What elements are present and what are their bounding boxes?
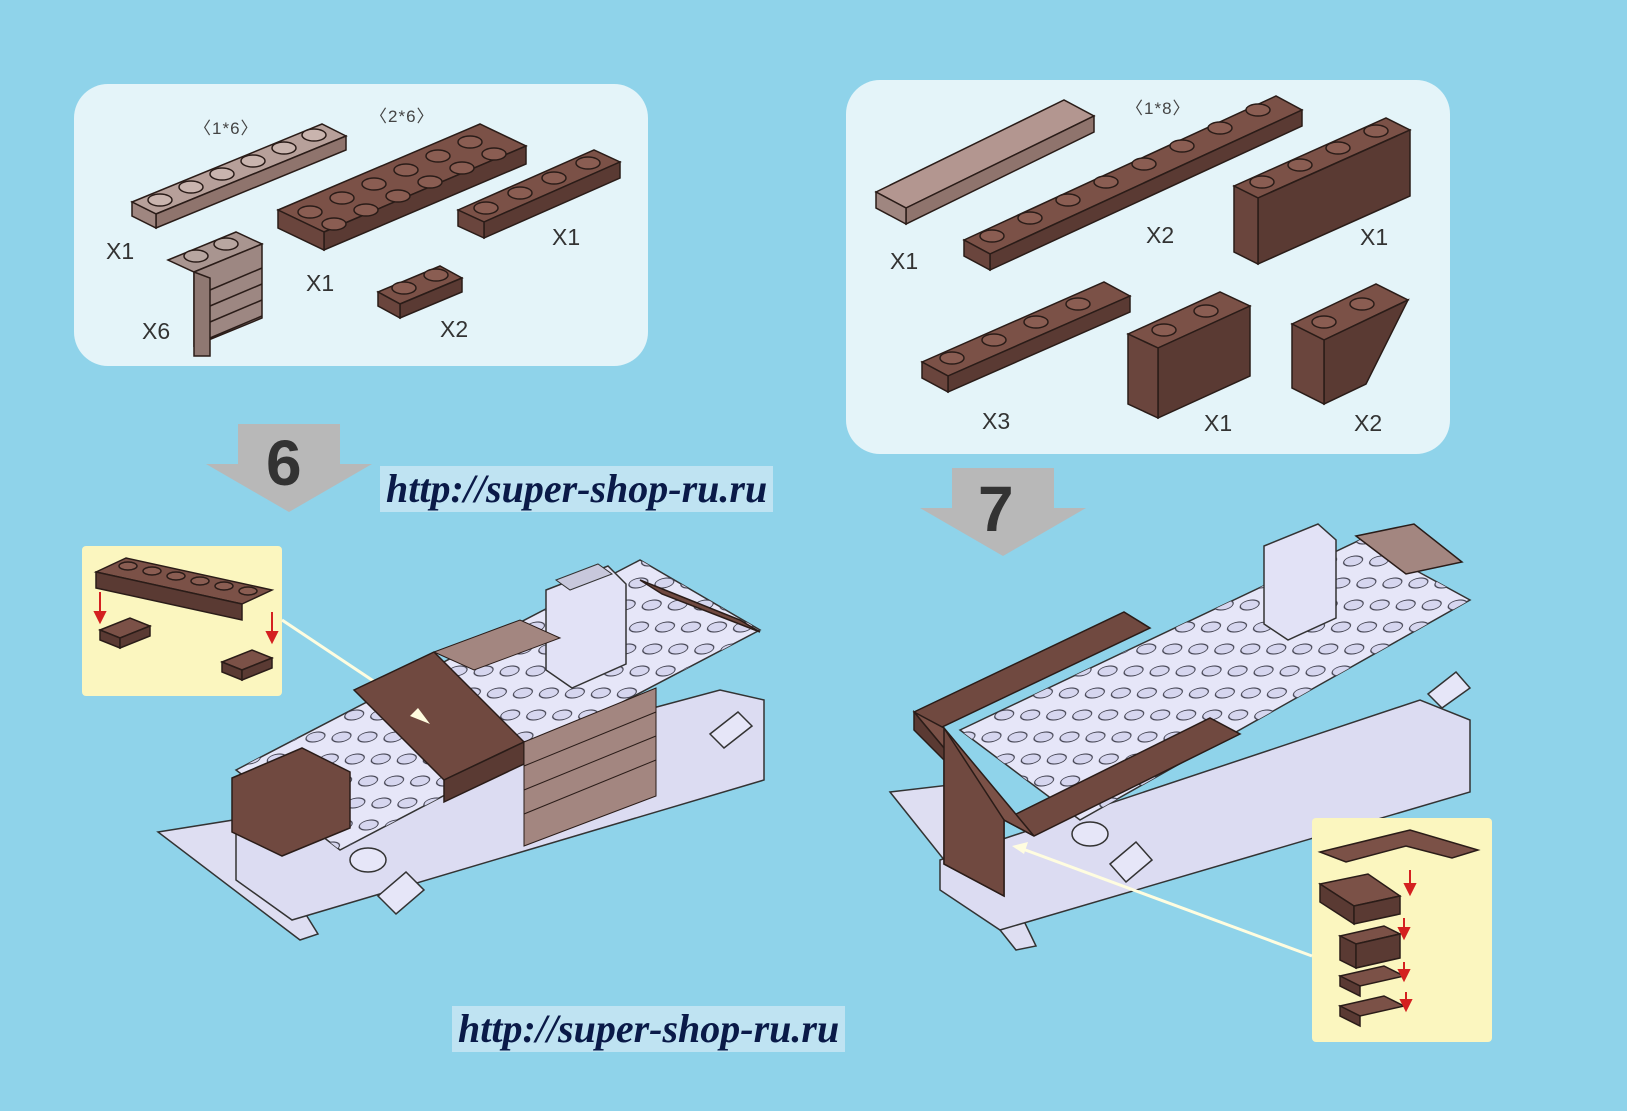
qty-bracket: X6 xyxy=(142,318,171,344)
qty-plate-1x8: X2 xyxy=(1146,222,1175,248)
brick-1x2-piece xyxy=(1126,291,1252,420)
qty-slope: X2 xyxy=(1354,410,1383,436)
qty-tile-long: X1 xyxy=(890,248,919,274)
qty-plate-1x4b: X3 xyxy=(982,408,1011,434)
step-6-number: 6 xyxy=(266,427,302,499)
qty-plate-2x6: X1 xyxy=(306,270,335,296)
step-6-arrow xyxy=(206,424,372,512)
qty-brick-1x2: X1 xyxy=(1204,410,1233,436)
bracket-piece xyxy=(166,231,264,357)
qty-plate-1x4: X1 xyxy=(552,224,581,250)
step-7-arrow xyxy=(920,468,1086,556)
parts-panel-step-6: 〈1*6〉 〈2*6〉 X1 X1 X1 X6 X2 xyxy=(74,84,648,366)
watermark-url-top: http://super-shop-ru.ru xyxy=(380,466,774,512)
step-7-number: 7 xyxy=(978,473,1014,545)
plate-1x8-piece xyxy=(962,95,1304,272)
brick-1x4-piece xyxy=(1232,117,1412,266)
plate-1x2-piece xyxy=(376,265,464,320)
size-label-1x6: 〈1*6〉 xyxy=(194,119,259,138)
plate-2x6-piece xyxy=(276,123,528,252)
size-label-2x6: 〈2*6〉 xyxy=(370,107,435,126)
watermark-url-bottom: http://super-shop-ru.ru xyxy=(452,1006,846,1052)
plate-1x6-piece xyxy=(130,123,348,230)
tile-long-piece xyxy=(874,99,1096,226)
step-7-pointer-line xyxy=(1019,846,1313,958)
qty-plate-1x6: X1 xyxy=(106,238,135,264)
size-label-1x8: 〈1*8〉 xyxy=(1126,99,1191,118)
slope-piece xyxy=(1290,283,1410,406)
qty-plate-1x2: X2 xyxy=(440,316,469,342)
plate-1x4-piece xyxy=(456,149,622,240)
plate-1x4b-piece xyxy=(920,281,1132,394)
qty-brick-1x4: X1 xyxy=(1360,224,1389,250)
